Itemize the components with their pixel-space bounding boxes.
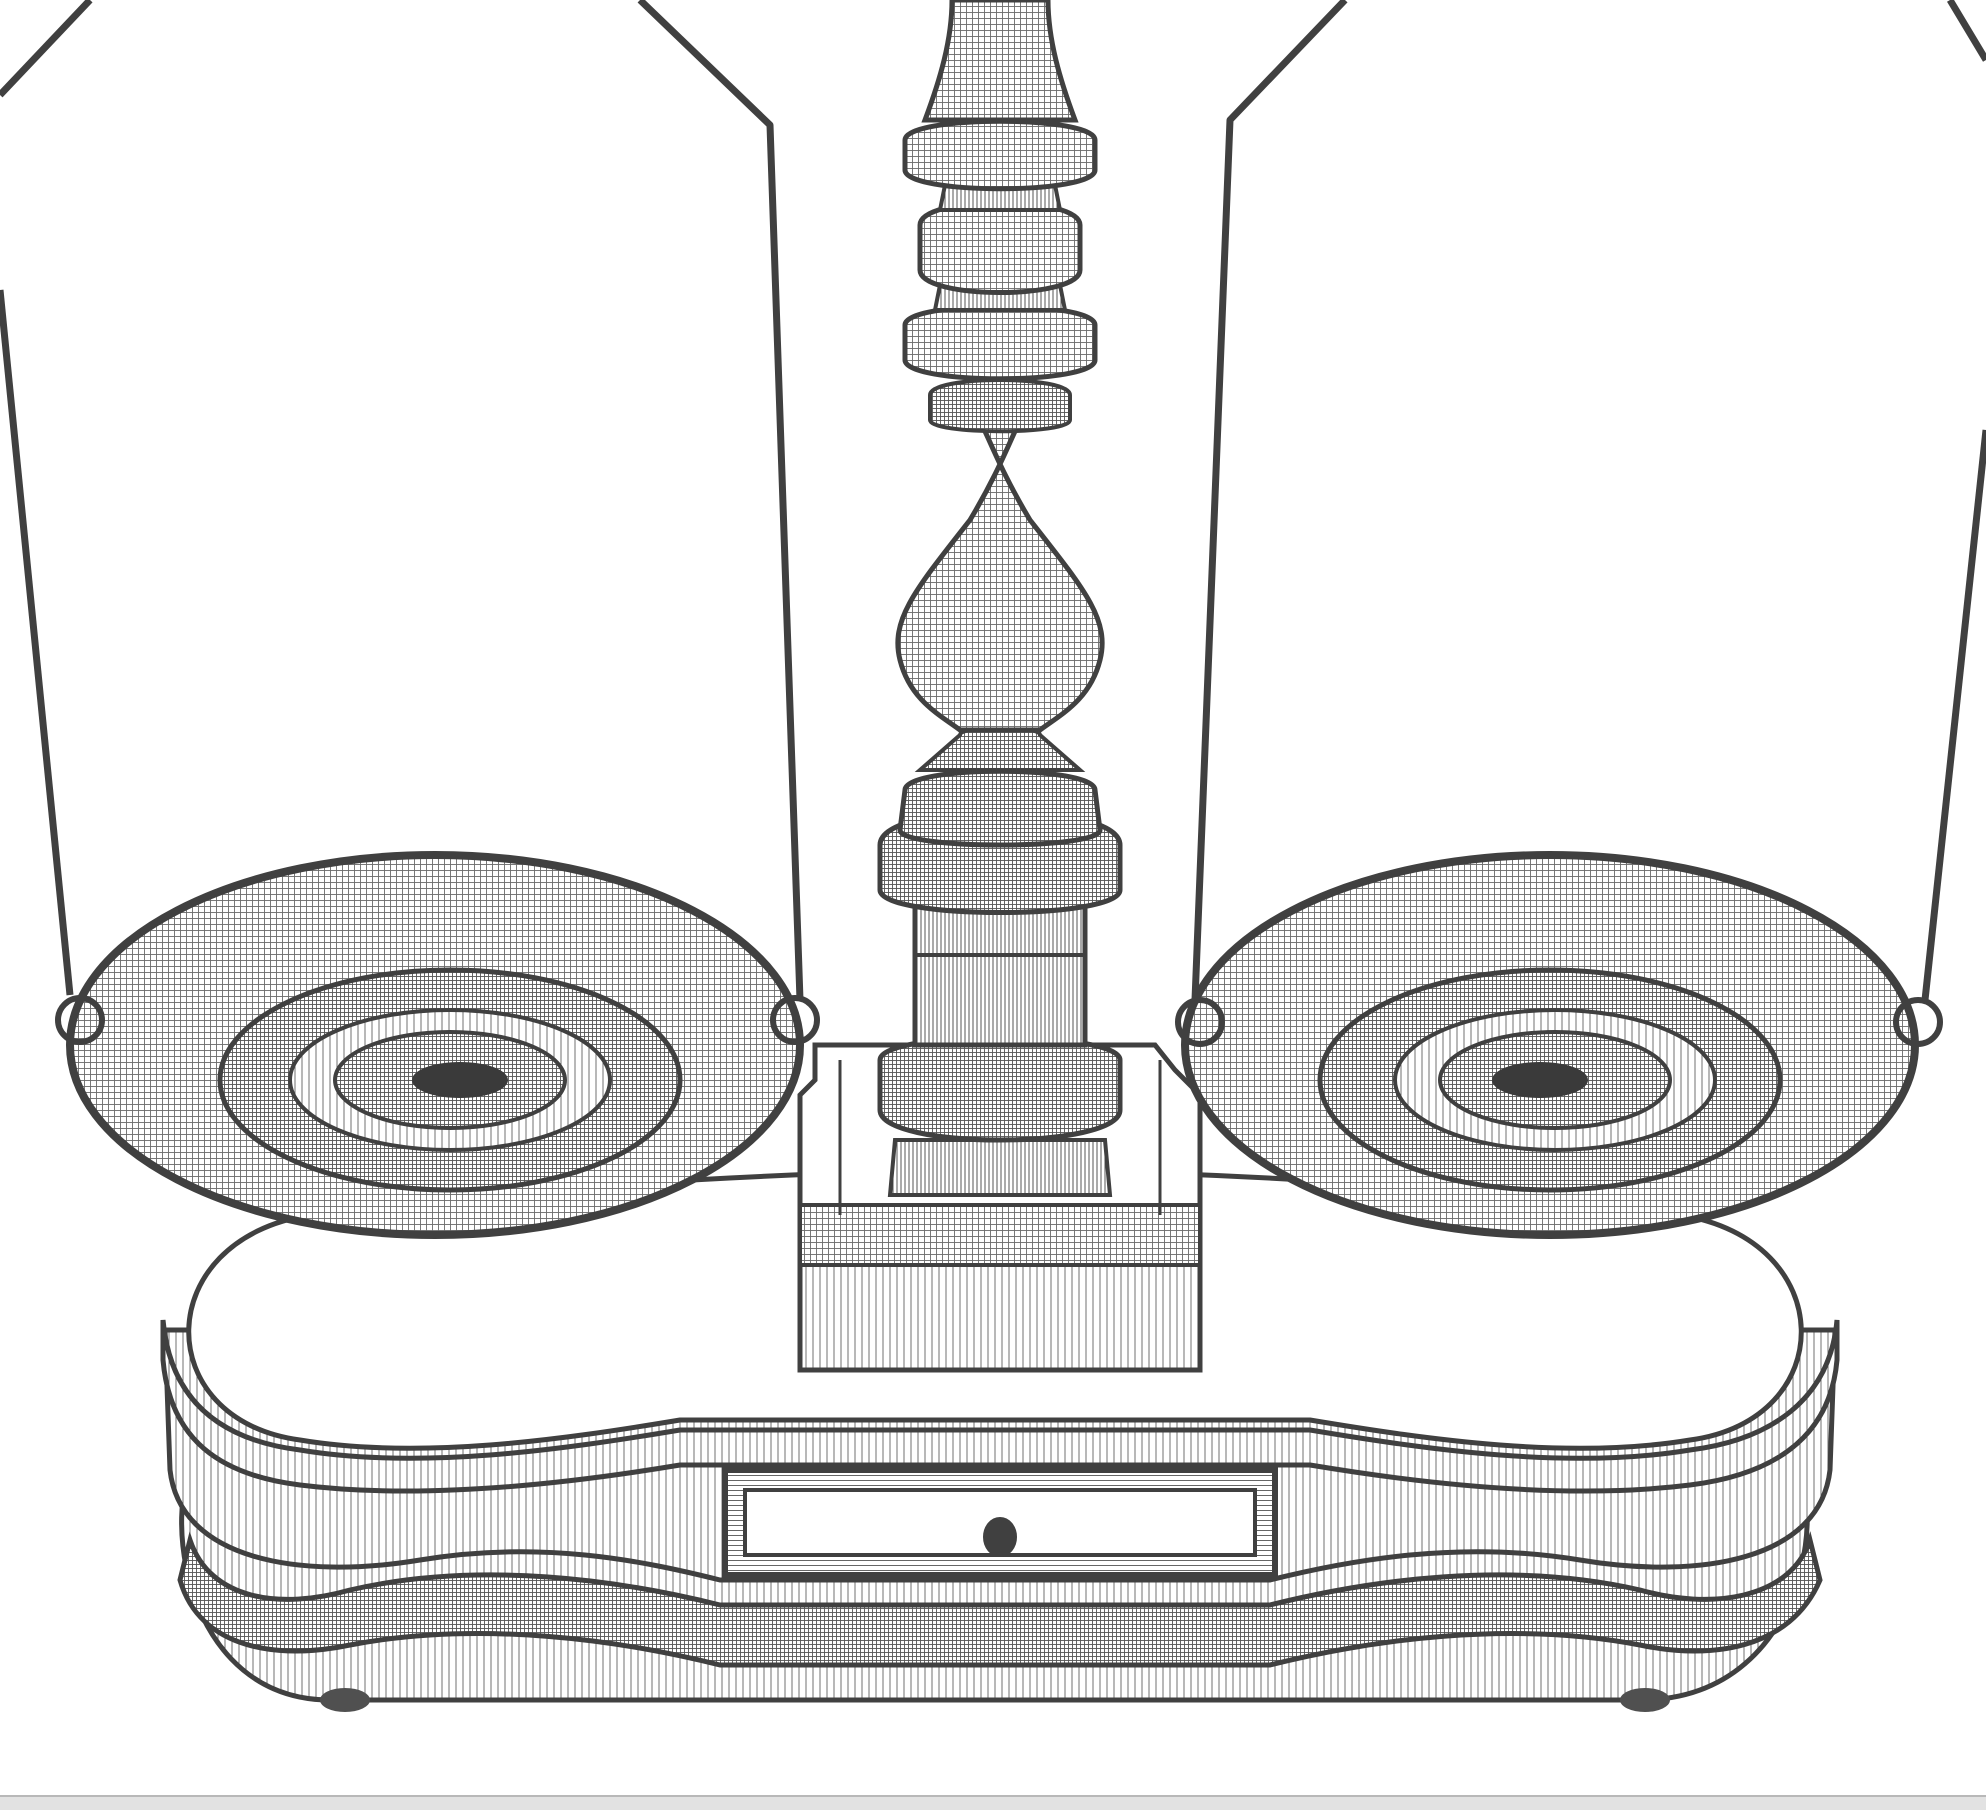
viewport-bottom-edge (0, 1795, 1986, 1810)
drawer-knob[interactable] (983, 1517, 1017, 1557)
column-collar-upper (897, 768, 1103, 848)
column-shaft (912, 897, 1088, 1048)
right-pan[interactable] (1175, 851, 1943, 1239)
pedestal-cap-chamfer (798, 1203, 1202, 1267)
right-pan-hook-left (1175, 997, 1225, 1047)
column-disc-upper (917, 200, 1083, 295)
base-moulding (177, 1531, 1823, 1668)
column-top-collar (902, 118, 1098, 192)
pan-suspension-rods (0, 0, 1986, 1001)
column-neck-lower (914, 725, 1086, 772)
pedestal-lower-block (797, 1257, 1203, 1373)
left-pan-center (412, 1062, 508, 1098)
base-foot-right (1620, 1688, 1670, 1712)
column-spire (921, 0, 1079, 123)
left-pan-hook-left (55, 995, 105, 1045)
left-pan[interactable] (55, 851, 820, 1239)
turned-column (877, 0, 1123, 1197)
column-lower-ring (877, 1035, 1123, 1143)
right-pan-center (1492, 1062, 1588, 1098)
column-disc-lower (902, 303, 1098, 382)
right-pan-hook-right (1893, 997, 1943, 1047)
column-baluster-top (928, 378, 1072, 434)
column-baluster (895, 407, 1105, 733)
base-foot-left (320, 1688, 370, 1712)
base-top-edge (160, 1319, 1840, 1494)
column-lower-cylinder (887, 1138, 1113, 1197)
left-pan-hook-right (770, 995, 820, 1045)
